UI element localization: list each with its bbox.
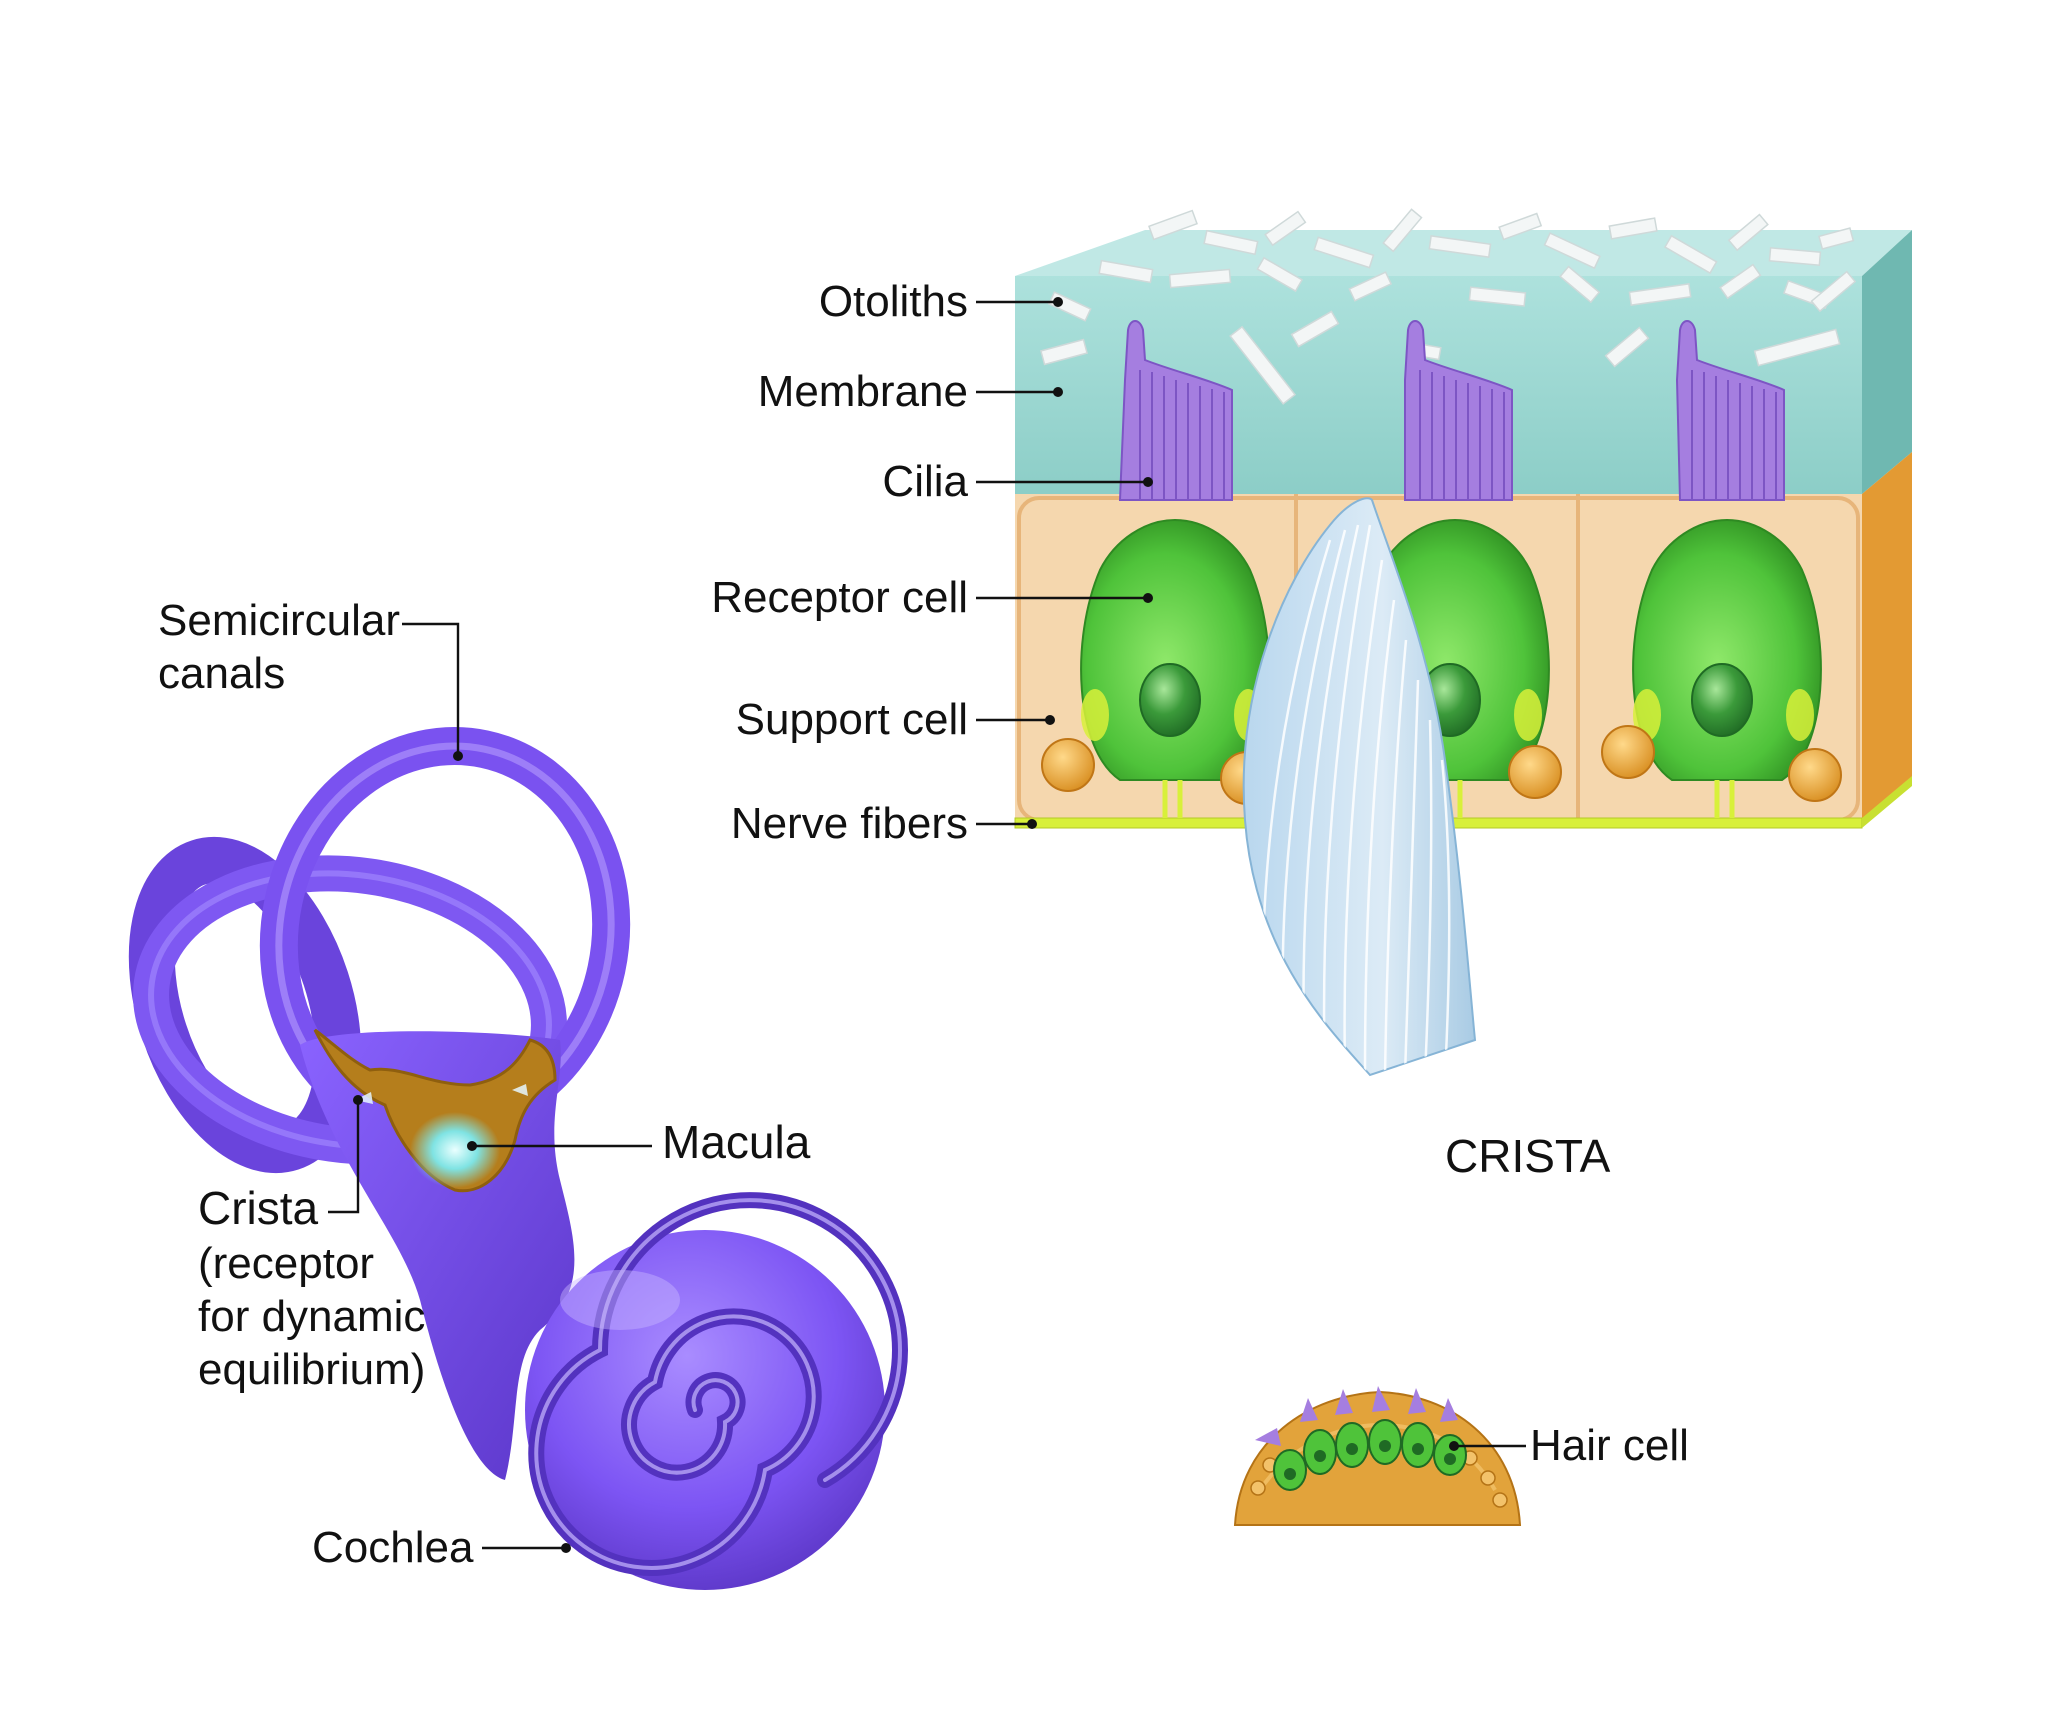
semicircular-canals-label-line1: Semicircular [158, 596, 400, 645]
macula-cross-section [1014, 208, 1912, 829]
cilia-label: Cilia [882, 457, 968, 506]
membrane-label: Membrane [758, 367, 968, 416]
crista-title: CRISTA [1445, 1130, 1611, 1182]
macula-section-labels: Otoliths Membrane Cilia Receptor cell Su… [711, 277, 1153, 848]
crista-hair-cells [1255, 1386, 1467, 1491]
receptor-cell [1632, 320, 1822, 818]
macula-spot [410, 1112, 500, 1188]
cochlea [525, 1230, 885, 1590]
support-cell-label: Support cell [736, 695, 968, 744]
crista-note-line2: for dynamic [198, 1292, 425, 1341]
hair-cell-label: Hair cell [1530, 1421, 1689, 1470]
cochlea-label: Cochlea [312, 1523, 474, 1572]
crista-labels: CRISTA Hair cell [1445, 1130, 1689, 1470]
otoliths-label: Otoliths [819, 277, 968, 326]
macula-label: Macula [662, 1116, 811, 1168]
receptor-cell [1080, 320, 1270, 818]
epithelium-side-face [1862, 452, 1912, 824]
crista-note-line1: (receptor [198, 1239, 374, 1288]
crista-note-line3: equilibrium) [198, 1345, 425, 1394]
crista-illustration [1233, 497, 1522, 1526]
receptor-cells [1080, 320, 1822, 818]
receptor-cell-label: Receptor cell [711, 573, 968, 622]
crista-label: Crista [198, 1182, 319, 1234]
labyrinth-illustration [128, 727, 908, 1590]
nerve-fibers-label: Nerve fibers [731, 799, 968, 848]
semicircular-canals-label-line2: canals [158, 649, 285, 698]
labyrinth-labels: Semicircular canals Macula Crista (recep… [158, 596, 811, 1572]
support-cell-nuclei [1041, 711, 1842, 805]
